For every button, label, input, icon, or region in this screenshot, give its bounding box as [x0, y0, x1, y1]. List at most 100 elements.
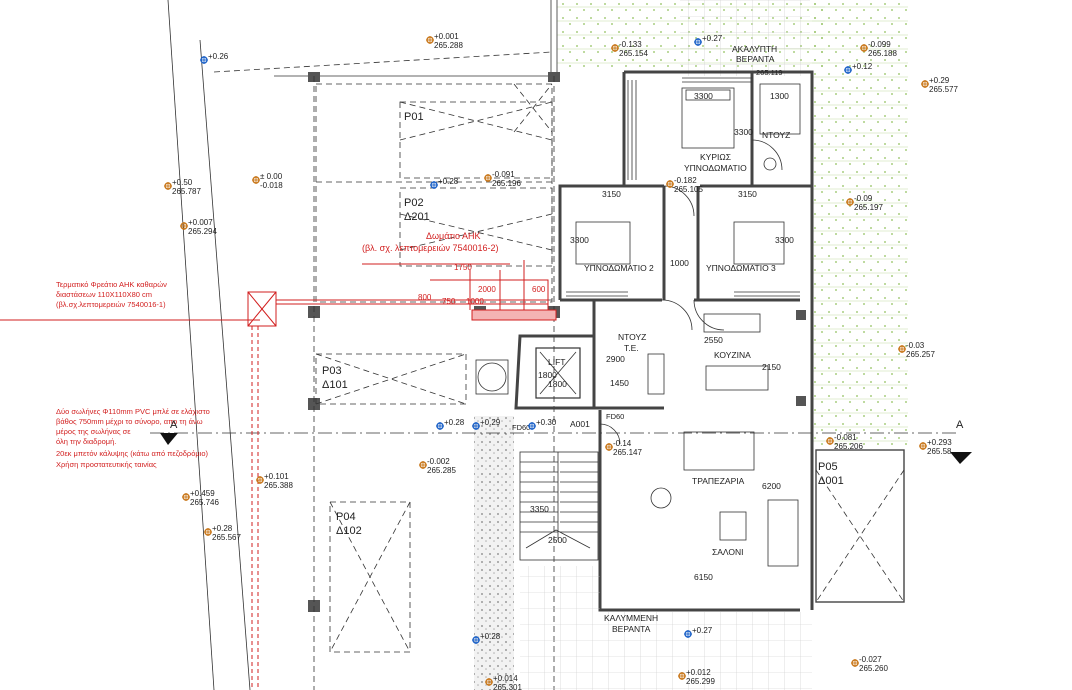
level-value: +0.29 [480, 418, 501, 427]
label-p03: P03 [322, 365, 342, 377]
spot-levels: +0.001265.288+0.27-0.133265.154-0.099265… [164, 32, 958, 690]
level-value: +0.459 [190, 489, 215, 498]
p04-ramp [329, 501, 411, 653]
room-labels: ΑΚΑΛΥΠΤΗ ΒΕΡΑΝΤΑ ΚΥΡΙΩΣ ΥΠΝΟΔΩΜΑΤΙΟ ΝΤΟΥ… [548, 44, 790, 634]
dim-1450: 1450 [610, 378, 629, 388]
spot-level: +0.12 [844, 62, 873, 74]
level-value: +0.293 [927, 438, 952, 447]
note-dim-600: 600 [532, 285, 546, 294]
level-absolute: 265.188 [868, 49, 897, 58]
level-value: +0.29 [929, 76, 950, 85]
dim-2150: 2150 [762, 362, 781, 372]
room-bed3: ΥΠΝΟΔΩΜΑΤΙΟ 3 [706, 263, 776, 273]
skylight-x [513, 83, 553, 133]
room-master-1: ΚΥΡΙΩΣ [700, 152, 731, 162]
level-value: +0.26 [208, 52, 229, 61]
room-lift: LIFT [548, 357, 565, 367]
label-p05: P05 [818, 461, 838, 473]
spot-level: +0.28 [430, 177, 459, 189]
note-manhole-1: Τερματικό Φρεάτιο ΑΗΚ καθαρών [56, 280, 167, 289]
label-a001: A001 [570, 419, 590, 429]
note-manhole-3: (βλ.σχ.λεπτομερειών 7540016-1) [56, 300, 166, 309]
note-pipes-6: Χρήση προστατευτικής ταινίας [56, 460, 157, 469]
level-absolute: 265.154 [619, 49, 648, 58]
level-value: -0.081 [834, 433, 857, 442]
level-value: -0.002 [427, 457, 450, 466]
dim-3150a: 3150 [602, 189, 621, 199]
site-boundary-north [213, 51, 553, 73]
level-value: +0.001 [434, 32, 459, 41]
label-level-top: 265.119 [756, 68, 783, 77]
room-master-2: ΥΠΝΟΔΩΜΑΤΙΟ [684, 163, 747, 173]
room-akalypti-1: ΑΚΑΛΥΠΤΗ [732, 44, 777, 54]
note-pipes-4: όλη την διαδρομή. [56, 437, 116, 446]
level-value: +0.50 [172, 178, 193, 187]
section-a-left: A [170, 419, 178, 431]
level-absolute: 265.257 [906, 350, 935, 359]
note-pipes-2: βάθος 750mm μέχρι το σύνορο, απο τη άνω [56, 417, 203, 426]
level-value: +0.28 [212, 524, 233, 533]
note-dim-1000: 1000 [466, 297, 484, 306]
level-value: -0.133 [619, 40, 642, 49]
level-absolute: 265.746 [190, 498, 219, 507]
room-covered-1: ΚΑΛΥΜΜΕΝΗ [604, 613, 658, 623]
room-akalypti-2: ΒΕΡΑΝΤΑ [736, 54, 775, 64]
spot-level: +0.29 [472, 418, 501, 430]
level-value: +0.27 [692, 626, 713, 635]
p05-ramp [815, 469, 905, 603]
level-value: +0.27 [702, 34, 723, 43]
level-value: +0.101 [264, 472, 289, 481]
spot-level: +0.30 [528, 418, 557, 430]
dim-3300d: 3300 [775, 235, 794, 245]
columns [308, 72, 806, 612]
dim-1800a: 1800 [538, 370, 557, 380]
level-value: +0.12 [852, 62, 873, 71]
note-pipes-3: μέρος της σωλήνας σε [56, 427, 131, 436]
note-pipes-5: 20εκ μπετόν κάλυψης (κάτω από πεζοδρόμιο… [56, 449, 209, 458]
dim-6200: 6200 [762, 481, 781, 491]
level-absolute: 265.567 [212, 533, 241, 542]
level-value: -0.03 [906, 341, 925, 350]
level-absolute: 265.294 [188, 227, 217, 236]
red-note-labels: Δωμάτιο ΑΗΚ (βλ. σχ. λεπτομερειών 754001… [56, 231, 546, 469]
spot-level: +0.26 [200, 52, 229, 64]
label-p05-code: Δ001 [818, 475, 844, 487]
level-absolute: 265.787 [172, 187, 201, 196]
label-p04-code: Δ102 [336, 525, 362, 537]
level-absolute: 265.58 [927, 447, 952, 456]
level-absolute: 265.147 [613, 448, 642, 457]
spot-level: +0.27 [684, 626, 713, 638]
level-value: +0.012 [686, 668, 711, 677]
level-absolute: 265.388 [264, 481, 293, 490]
garden-strip-east [812, 0, 908, 450]
level-absolute: 265.301 [493, 683, 522, 690]
stair-run [519, 451, 599, 561]
p03-ramp [315, 353, 467, 405]
room-bed2: ΥΠΝΟΔΩΜΑΤΙΟ 2 [584, 263, 654, 273]
note-manhole-2: διαστάσεων 110Χ110Χ80 cm [56, 290, 152, 299]
parking-labels: P01 P02 Δ201 P03 Δ101 P04 Δ102 P05 Δ001 [322, 111, 844, 537]
lift-shaft [535, 347, 581, 399]
room-dining: ΤΡΑΠΕΖΑΡΙΑ [692, 476, 745, 486]
level-absolute: -0.018 [260, 181, 283, 190]
room-wc-2: Τ.Ε. [624, 343, 639, 353]
lift-cross [539, 351, 577, 395]
parking-divider-1 [316, 181, 552, 301]
dim-2900: 2900 [606, 354, 625, 364]
site-boundary-west-2 [199, 39, 251, 690]
section-arrow-left [160, 433, 178, 445]
akalypti-deck [680, 0, 810, 76]
note-room-title: Δωμάτιο ΑΗΚ [426, 231, 481, 241]
room-shower: ΝΤΟΥΖ [762, 130, 790, 140]
room-wc-1: ΝΤΟΥΖ [618, 332, 646, 342]
dim-1000: 1000 [670, 258, 689, 268]
room-covered-2: ΒΕΡΑΝΤΑ [612, 624, 651, 634]
